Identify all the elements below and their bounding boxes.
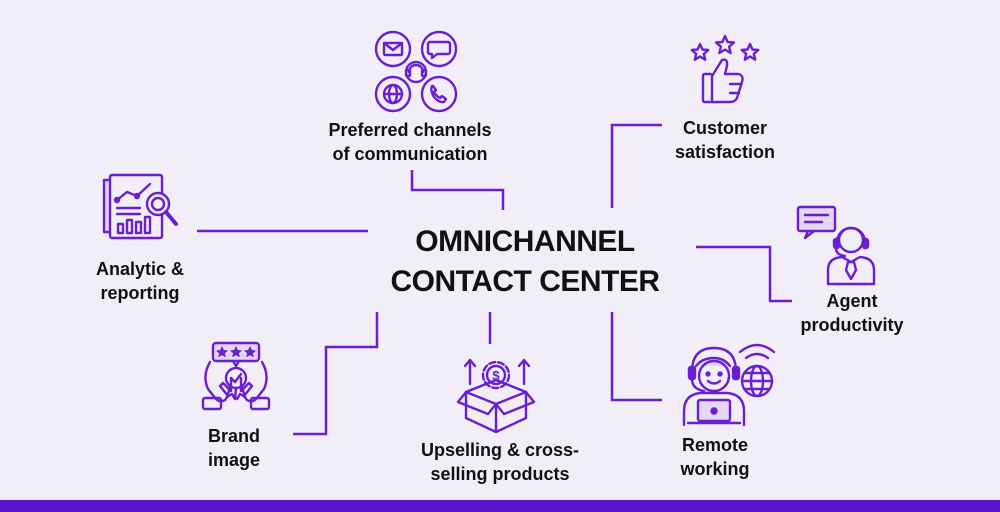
label-preferred-channels: Preferred channels of communication bbox=[300, 118, 520, 166]
connector-remote bbox=[610, 312, 662, 402]
label-remote-working-line-2: working bbox=[680, 459, 750, 479]
center-title-line-2: CONTACT CENTER bbox=[390, 265, 660, 298]
label-agent-productivity: Agent productivity bbox=[787, 289, 917, 337]
connector-brand bbox=[293, 312, 379, 436]
label-upselling-line-1: Upselling & cross- bbox=[420, 440, 580, 460]
connector-lines bbox=[197, 123, 792, 436]
label-customer-satisfaction-line-1: Customer bbox=[682, 118, 767, 138]
label-customer-satisfaction-line-2: satisfaction bbox=[674, 142, 776, 162]
label-remote-working-line-1: Remote bbox=[681, 435, 748, 455]
center-title-line-1: OMNICHANNEL bbox=[415, 225, 635, 258]
bottom-accent-bar bbox=[0, 500, 1000, 512]
label-upselling-line-2: selling products bbox=[430, 464, 570, 484]
svg-text:$: $ bbox=[492, 368, 500, 383]
thumbs-up-stars-icon bbox=[690, 34, 760, 104]
label-upselling-cross-selling: Upselling & cross- selling products bbox=[400, 438, 600, 486]
connector-channels bbox=[410, 170, 505, 210]
box-dollar-gear-icon: $ bbox=[456, 358, 536, 434]
label-preferred-channels-line-1: Preferred channels bbox=[328, 120, 492, 140]
remote-worker-icon bbox=[682, 343, 776, 427]
hands-award-icon bbox=[201, 341, 271, 411]
agent-headset-icon bbox=[796, 205, 876, 286]
connector-satisfaction bbox=[610, 123, 662, 208]
label-agent-productivity-line-2: productivity bbox=[800, 315, 904, 335]
communication-channels-icon bbox=[374, 30, 458, 113]
connector-productivity bbox=[696, 245, 792, 303]
label-remote-working: Remote working bbox=[660, 433, 770, 481]
label-analytic-reporting-line-2: reporting bbox=[100, 283, 180, 303]
label-analytic-reporting: Analytic & reporting bbox=[80, 257, 200, 305]
label-brand-image-line-1: Brand bbox=[207, 426, 260, 446]
label-brand-image-line-2: image bbox=[207, 450, 261, 470]
label-analytic-reporting-line-1: Analytic & bbox=[95, 259, 185, 279]
report-magnifier-icon bbox=[102, 173, 178, 240]
label-preferred-channels-line-2: of communication bbox=[332, 144, 488, 164]
center-title: OMNICHANNEL CONTACT CENTER bbox=[360, 222, 690, 302]
label-brand-image: Brand image bbox=[186, 424, 282, 472]
label-customer-satisfaction: Customer satisfaction bbox=[650, 116, 800, 164]
label-agent-productivity-line-1: Agent bbox=[826, 291, 878, 311]
